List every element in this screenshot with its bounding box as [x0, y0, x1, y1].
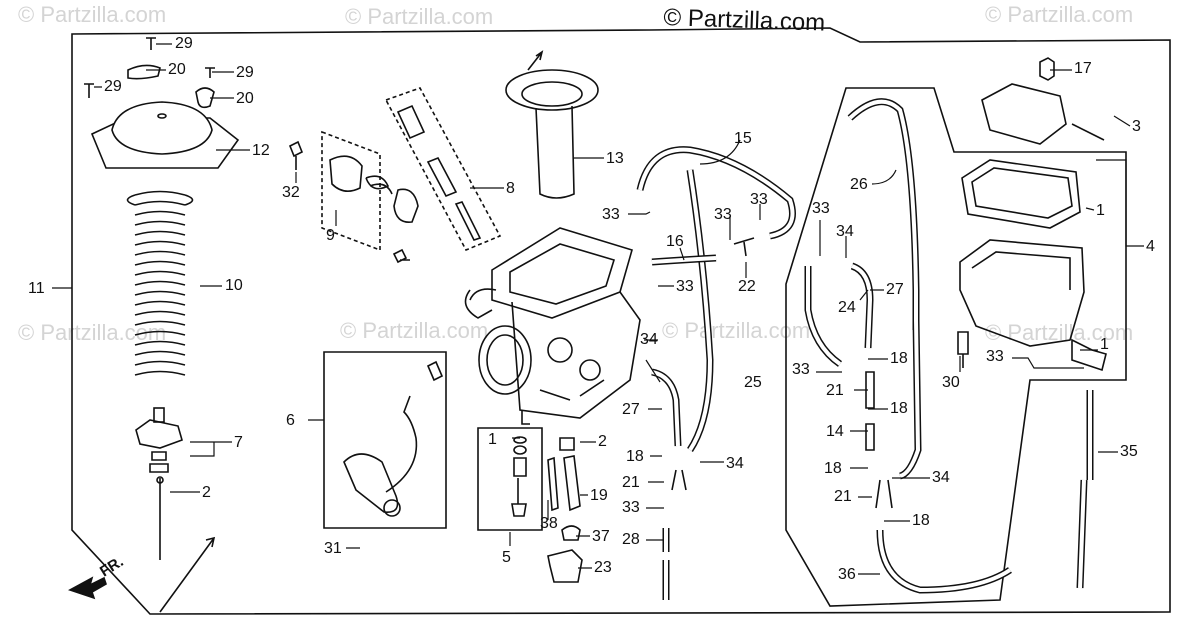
- float-valve: [1039, 57, 1055, 81]
- main-jet-assembly: [477, 427, 583, 583]
- carburetor-body: [464, 227, 641, 425]
- part-callout: 26: [850, 176, 868, 193]
- part-callout: 12: [252, 142, 270, 159]
- part-callout: 7: [234, 434, 243, 451]
- part-callout: 21: [622, 474, 640, 491]
- part-callout: 37: [592, 528, 610, 545]
- part-callout: 6: [286, 412, 295, 429]
- small-screws: [84, 37, 215, 109]
- part-callout: 36: [838, 566, 856, 583]
- part-callout: 18: [890, 350, 908, 367]
- part-callout: 13: [606, 150, 624, 167]
- part-callout: 32: [282, 184, 300, 201]
- part-callout: 38: [540, 515, 558, 532]
- choke-assembly: [321, 130, 419, 264]
- part-callout: 1: [488, 431, 497, 448]
- coil-spring: [126, 190, 194, 376]
- part-callout: 17: [1074, 60, 1092, 77]
- part-callout: 18: [626, 448, 644, 465]
- part-callout: 4: [1146, 238, 1155, 255]
- diaphragm-funnel: [505, 50, 599, 199]
- part-callout: 19: [590, 487, 608, 504]
- carburetor-top-cap: [90, 101, 240, 169]
- part-callout: 35: [1120, 443, 1138, 460]
- part-callout: 3: [1132, 118, 1141, 135]
- part-callout: 34: [726, 455, 744, 472]
- part-callout: 23: [594, 559, 612, 576]
- part-callout: 21: [826, 382, 844, 399]
- part-callout: 18: [912, 512, 930, 529]
- watermark: © Partzilla.com: [985, 2, 1134, 27]
- part-callout: 8: [506, 180, 515, 197]
- part-callout: 33: [986, 348, 1004, 365]
- part-callout: 2: [202, 484, 211, 501]
- part-callout: 25: [744, 374, 762, 391]
- part-callout: 33: [812, 200, 830, 217]
- part-callout: 1: [1096, 202, 1105, 219]
- float-bowl: [957, 159, 1107, 372]
- part-callout: 14: [826, 423, 844, 440]
- throttle-cable-assembly: [323, 351, 447, 529]
- view-arrow: [159, 536, 216, 613]
- part-callout: 21: [834, 488, 852, 505]
- part-callout: 33: [750, 191, 768, 208]
- part-callout: 31: [324, 540, 342, 557]
- watermark: © Partzilla.com: [18, 2, 167, 27]
- part-callout: 29: [104, 78, 122, 95]
- part-callout: 20: [236, 90, 254, 107]
- part-callout: 34: [932, 469, 950, 486]
- part-callout: 22: [738, 278, 756, 295]
- part-callout: 33: [714, 206, 732, 223]
- part-callout: 28: [622, 531, 640, 548]
- part-callout: 16: [666, 233, 684, 250]
- part-callout: 30: [942, 374, 960, 391]
- part-callout: 5: [502, 549, 511, 566]
- part-callout: 20: [168, 61, 186, 78]
- pilot-screw-assembly: [384, 87, 502, 252]
- part-callout: 33: [622, 499, 640, 516]
- part-callout: 11: [28, 280, 45, 297]
- jet-needle: [135, 407, 183, 560]
- part-callout: 24: [838, 299, 856, 316]
- part-callout: 18: [890, 400, 908, 417]
- part-callout: 9: [326, 227, 335, 244]
- part-callout: 27: [622, 401, 640, 418]
- part-callout: 2: [598, 433, 607, 450]
- screw-32: [288, 140, 304, 170]
- part-callout: 33: [676, 278, 694, 295]
- part-callout: 15: [734, 130, 752, 147]
- part-callout: 33: [602, 206, 620, 223]
- diagram-border: [71, 27, 1171, 615]
- float: [981, 83, 1105, 145]
- part-callout: 27: [886, 281, 904, 298]
- part-callout: 29: [175, 35, 193, 52]
- part-callout: 34: [836, 223, 854, 240]
- watermark: © Partzilla.com: [345, 4, 494, 29]
- part-callout: 18: [824, 460, 842, 477]
- part-callout: 34: [640, 331, 658, 348]
- part-callout: 33: [792, 361, 810, 378]
- part-callout: 1: [1100, 336, 1109, 353]
- hose-group-border: [785, 87, 1127, 607]
- part-callout: 29: [236, 64, 254, 81]
- part-callout: 10: [225, 277, 243, 294]
- front-arrow: [68, 576, 107, 600]
